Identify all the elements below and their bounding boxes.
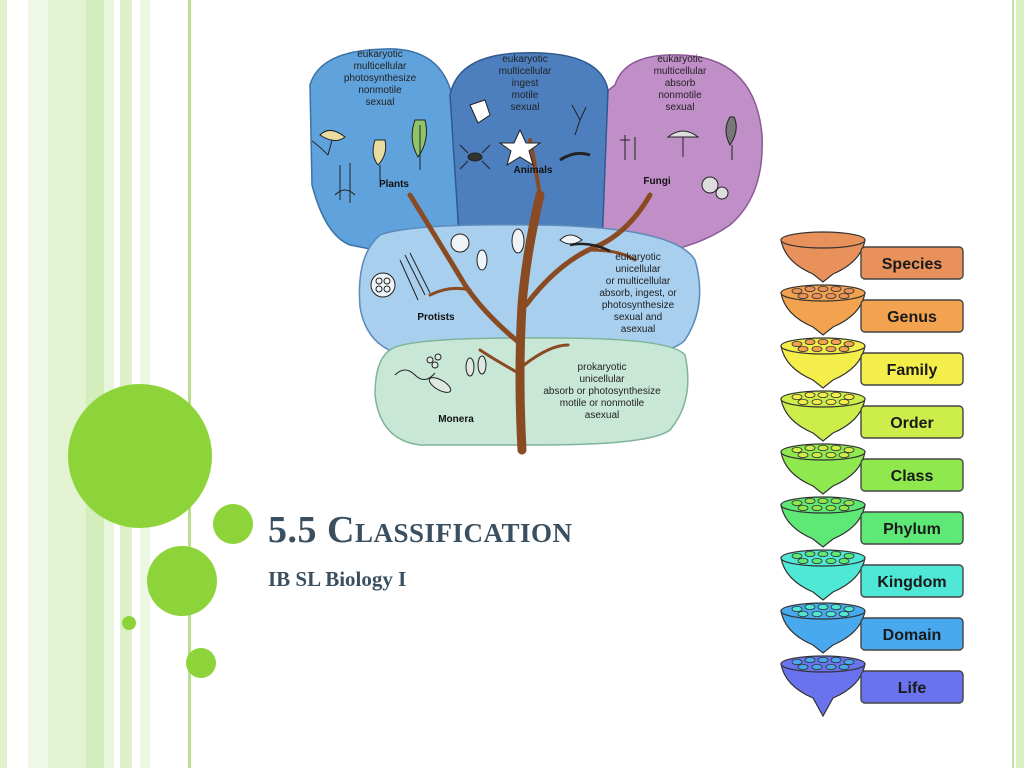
protist-illustrations [370, 228, 611, 301]
fungi-description: eukaryotic multicellular absorb nonmotil… [643, 54, 707, 187]
monera-line-3: motile or nonmotile [560, 398, 645, 409]
rank-label-order: Order [890, 415, 934, 432]
protists-blob [358, 223, 701, 358]
animals-description: eukaryotic multicellular ingest motile s… [499, 54, 553, 176]
fungi-illustrations [620, 116, 737, 200]
plants-line-4: sexual [366, 97, 395, 108]
rank-label-life: Life [898, 680, 927, 697]
plants-line-1: multicellular [354, 61, 407, 72]
plants-line-3: nonmotile [358, 85, 402, 96]
slide-title: 5.5 Classification [268, 509, 573, 551]
monera-illustrations [394, 353, 487, 393]
rank-label-species: Species [882, 256, 943, 273]
fungi-label: Fungi [643, 176, 670, 187]
fungi-line-2: absorb [665, 78, 696, 89]
animals-line-2: ingest [512, 78, 539, 89]
animals-line-0: eukaryotic [502, 54, 548, 65]
protists-line-0: eukaryotic [615, 252, 661, 263]
monera-line-0: prokaryotic [578, 362, 627, 373]
animals-label: Animals [514, 165, 553, 176]
taxonomy-funnel: SpeciesGenusFamilyOrderClassPhylumKingdo… [780, 231, 964, 718]
protists-line-4: photosynthesize [602, 300, 675, 311]
protists-description: eukaryotic unicellular or multicellular … [417, 252, 677, 335]
slide-subtitle: IB SL Biology I [268, 567, 407, 591]
fungi-line-0: eukaryotic [657, 54, 703, 65]
monera-line-2: absorb or photosynthesize [543, 386, 661, 397]
protists-line-2: or multicellular [606, 276, 671, 287]
funnel-level-family: Family [780, 337, 964, 389]
monera-label: Monera [438, 414, 474, 425]
rank-label-family: Family [887, 362, 938, 379]
plants-label: Plants [379, 179, 409, 190]
protists-label: Protists [417, 312, 455, 323]
funnel-level-species: Species [780, 231, 964, 283]
plants-description: eukaryotic multicellular photosynthesize… [344, 49, 417, 190]
protists-line-3: absorb, ingest, or [599, 288, 677, 299]
rank-label-class: Class [891, 468, 934, 485]
plant-illustrations [311, 119, 427, 203]
tree-trunk [407, 138, 653, 455]
animals-line-1: multicellular [499, 66, 552, 77]
decorative-circles [68, 384, 253, 678]
funnel-level-order: Order [780, 390, 964, 442]
protists-line-6: asexual [621, 324, 655, 335]
circle-large [68, 384, 212, 528]
plants-line-0: eukaryotic [357, 49, 403, 60]
monera-description: prokaryotic unicellular absorb or photos… [438, 362, 661, 425]
rank-label-genus: Genus [887, 309, 937, 326]
rank-label-phylum: Phylum [883, 521, 941, 538]
funnel-level-domain: Domain [780, 602, 964, 654]
monera-line-4: asexual [585, 410, 619, 421]
tree-of-life-diagram: eukaryotic multicellular photosynthesize… [309, 48, 763, 455]
funnel-level-kingdom: Kingdom [780, 549, 964, 601]
rank-label-kingdom: Kingdom [877, 574, 946, 591]
animals-line-3: motile [512, 90, 539, 101]
animal-illustrations [459, 99, 591, 170]
funnel-level-life: Life [780, 655, 964, 718]
funnel-level-genus: Genus [780, 284, 964, 336]
circle-medium [147, 546, 217, 616]
fungi-line-4: sexual [666, 102, 695, 113]
circle-small-bottom [186, 648, 216, 678]
rank-label-domain: Domain [883, 627, 942, 644]
funnel-level-class: Class [780, 443, 964, 495]
fungi-line-3: nonmotile [658, 90, 702, 101]
protists-line-5: sexual and [614, 312, 662, 323]
circle-small-top [213, 504, 253, 544]
plants-line-2: photosynthesize [344, 73, 417, 84]
protists-line-1: unicellular [615, 264, 661, 275]
fungi-line-1: multicellular [654, 66, 707, 77]
funnel-level-phylum: Phylum [780, 496, 964, 548]
circle-tiny [122, 616, 136, 630]
monera-line-1: unicellular [579, 374, 625, 385]
animals-line-4: sexual [511, 102, 540, 113]
